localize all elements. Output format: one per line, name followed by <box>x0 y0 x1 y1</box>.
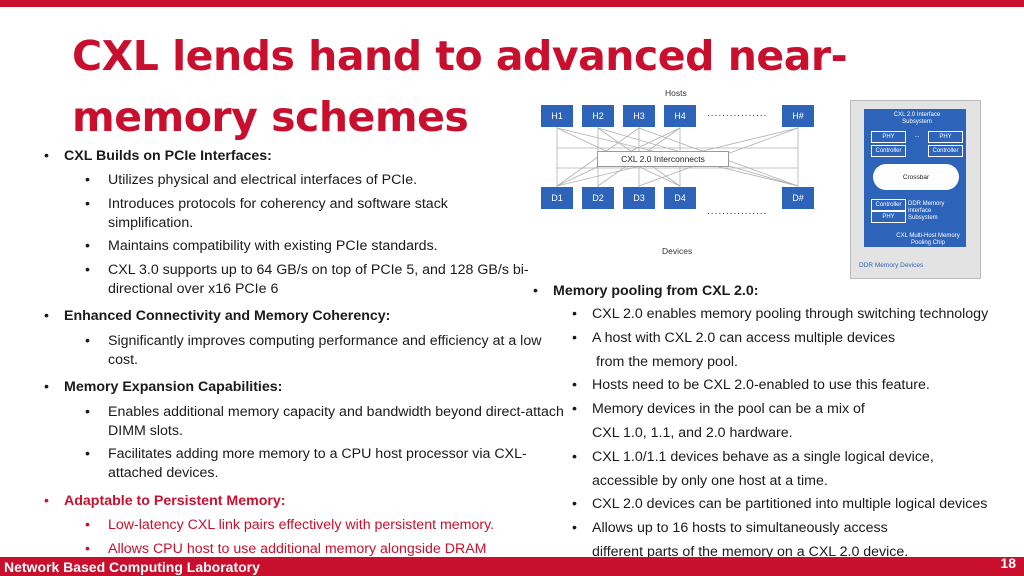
bullet-heading-persistent: Adaptable to Persistent Memory: <box>44 493 285 510</box>
phy-left: PHY <box>871 131 906 143</box>
pooling-item: Memory devices in the pool can be a mix … <box>572 400 865 419</box>
bullet-item: Significantly improves computing perform… <box>85 332 564 370</box>
pooling-item: Allows up to 16 hosts to simultaneously … <box>572 519 888 538</box>
bullet-item: CXL 3.0 supports up to 64 GB/s on top of… <box>85 261 564 299</box>
memory-pooling-heading: Memory pooling from CXL 2.0: <box>533 283 759 299</box>
host-box: H4 <box>664 105 696 127</box>
ddr-controller: Controller <box>871 199 906 211</box>
footer-bar <box>0 557 1024 576</box>
bullet-heading-expansion: Memory Expansion Capabilities: <box>44 379 282 396</box>
controller-left: Controller <box>871 145 906 157</box>
ddr-subsystem-label: DDR Memory Interface Subsystem <box>908 201 945 221</box>
hosts-ellipsis: ................ <box>707 108 768 119</box>
device-box: D2 <box>582 187 614 209</box>
page-number: 18 <box>1000 555 1016 571</box>
ellipsis-icon: ... <box>914 133 920 139</box>
pooling-item-cont: different parts of the memory on a CXL 2… <box>592 544 909 560</box>
pooling-item: Hosts need to be CXL 2.0-enabled to use … <box>572 376 930 395</box>
pooling-item-cont: accessible by only one host at a time. <box>592 473 828 489</box>
bullet-item: Low-latency CXL link pairs effectively w… <box>85 516 564 535</box>
bullet-item: Maintains compatibility with existing PC… <box>85 237 538 256</box>
pooling-item: A host with CXL 2.0 can access multiple … <box>572 329 895 348</box>
host-box: H# <box>782 105 814 127</box>
phy-right: PHY <box>928 131 963 143</box>
crossbar-cloud: Crossbar <box>873 164 959 190</box>
controller-right: Controller <box>928 145 963 157</box>
device-box: D3 <box>623 187 655 209</box>
ddr-phy: PHY <box>871 211 906 223</box>
bullet-item: Utilizes physical and electrical interfa… <box>85 171 528 190</box>
pooling-item: CXL 2.0 enables memory pooling through s… <box>572 305 988 324</box>
bullet-item: Allows CPU host to use additional memory… <box>85 540 564 559</box>
cxl-interconnect-label: CXL 2.0 Interconnects <box>597 151 729 167</box>
device-box: D4 <box>664 187 696 209</box>
memory-pooling-chip-diagram: CXL 2.0 Interface Subsystem PHY ... PHY … <box>850 100 981 279</box>
pooling-chip-label: CXL Multi-Host Memory Pooling Chip <box>896 233 960 246</box>
device-box: D1 <box>541 187 573 209</box>
slide-title: CXL lends hand to advanced near-memory s… <box>72 32 848 141</box>
host-box: H2 <box>582 105 614 127</box>
host-box: H1 <box>541 105 573 127</box>
top-accent-bar <box>0 0 1024 7</box>
device-box: D# <box>782 187 814 209</box>
pooling-item-cont: from the memory pool. <box>596 354 738 370</box>
bullet-item: Enables additional memory capacity and b… <box>85 403 574 441</box>
bullet-heading-connectivity: Enhanced Connectivity and Memory Coheren… <box>44 308 390 325</box>
hosts-label: Hosts <box>665 88 687 98</box>
pooling-item-cont: CXL 1.0, 1.1, and 2.0 hardware. <box>592 425 793 441</box>
devices-label: Devices <box>662 246 693 256</box>
ddr-devices-label: DDR Memory Devices <box>859 262 924 269</box>
devices-ellipsis: ................ <box>707 206 768 217</box>
bullet-heading-pcie: CXL Builds on PCIe Interfaces: <box>44 148 272 165</box>
interface-subsystem-label: CXL 2.0 Interface Subsystem <box>893 112 941 125</box>
bullet-item: Introduces protocols for coherency and s… <box>85 195 508 233</box>
pooling-item: CXL 1.0/1.1 devices behave as a single l… <box>572 448 934 467</box>
pooling-item: CXL 2.0 devices can be partitioned into … <box>572 495 987 514</box>
bullet-item: Facilitates adding more memory to a CPU … <box>85 445 564 483</box>
hosts-devices-diagram: Hosts H1 H2 H3 H4 ................ H# CX… <box>537 88 827 260</box>
host-box: H3 <box>623 105 655 127</box>
lab-name: Network Based Computing Laboratory <box>4 559 260 575</box>
